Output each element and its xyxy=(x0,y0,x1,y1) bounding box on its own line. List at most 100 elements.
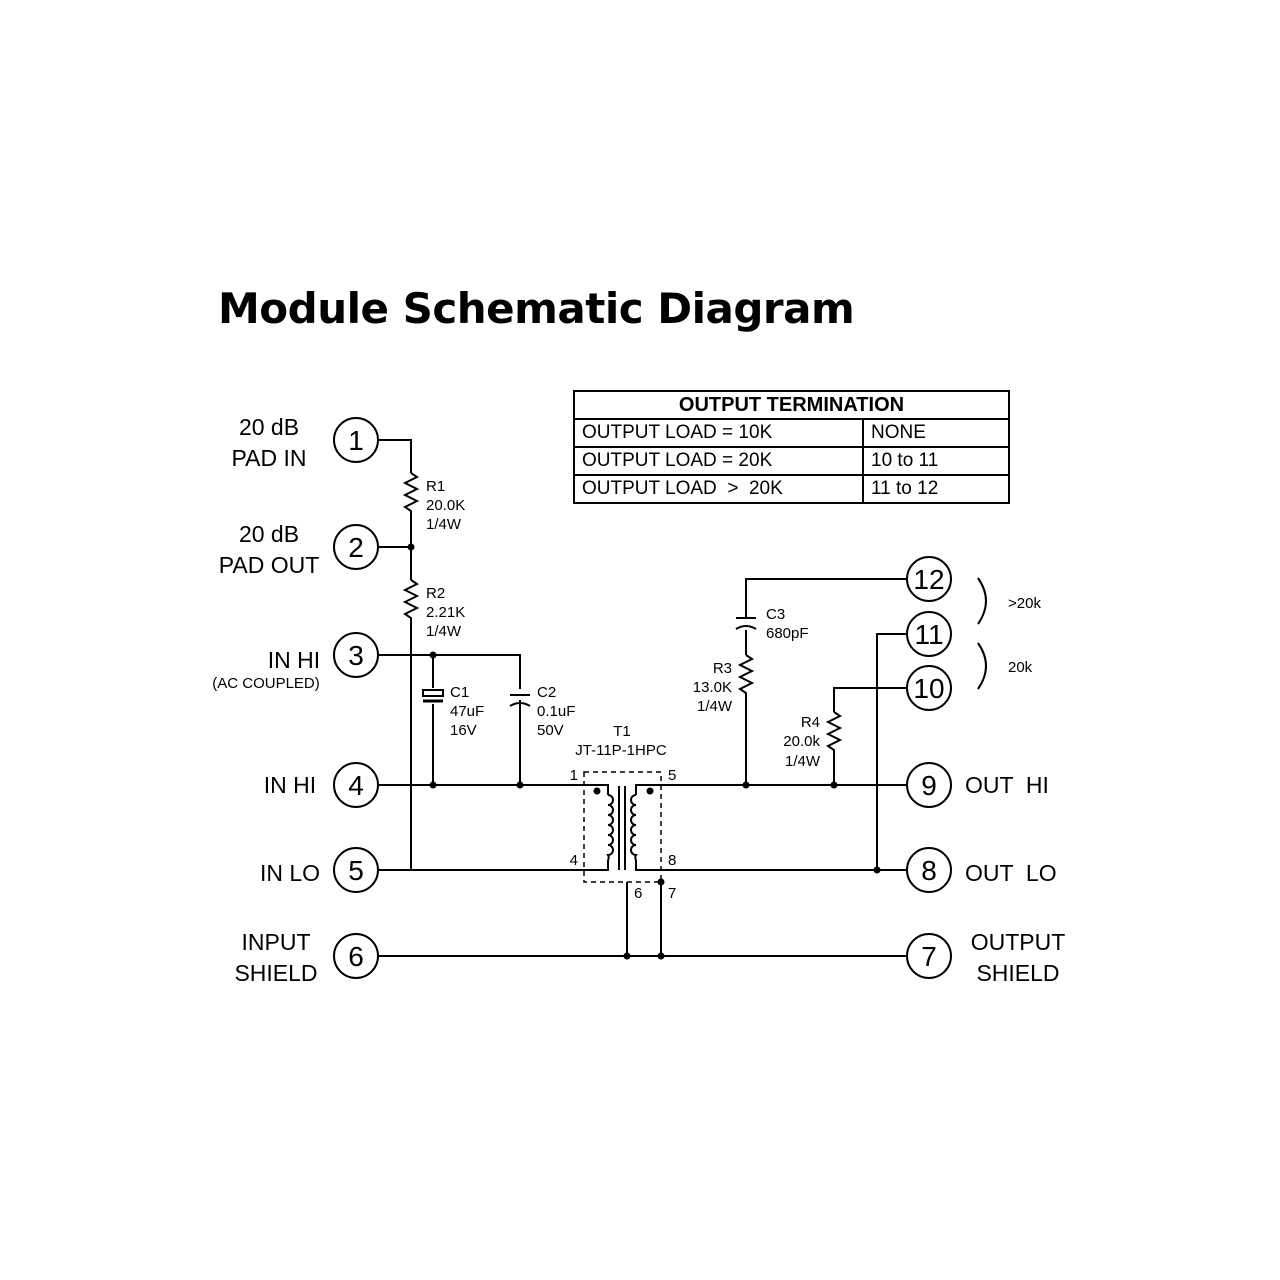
c1-rating: 16V xyxy=(450,722,477,739)
pin-4: 4 xyxy=(333,762,379,808)
table-cell-load: OUTPUT LOAD = 10K xyxy=(573,418,864,448)
wire-pin3 xyxy=(378,654,521,689)
c1-ref: C1 xyxy=(450,684,469,701)
r1-ref: R1 xyxy=(426,478,445,495)
resistor-r3 xyxy=(737,654,755,694)
t1-pin-5: 5 xyxy=(668,767,676,784)
bracket-gt20k xyxy=(977,577,987,625)
table-row: OUTPUT LOAD = 20K 10 to 11 xyxy=(573,446,1010,476)
junction-dot xyxy=(429,651,437,659)
pin-1: 1 xyxy=(333,417,379,463)
c2-ref: C2 xyxy=(537,684,556,701)
table-row: OUTPUT LOAD > 20K 11 to 12 xyxy=(573,474,1010,504)
pin-number: 1 xyxy=(348,425,364,456)
label-out-lo: OUT LO xyxy=(965,860,1057,886)
label-pad-in-line2: PAD IN xyxy=(232,445,307,471)
junction-dot xyxy=(429,781,437,789)
r3-value: 13.0K xyxy=(693,679,732,696)
pin-number: 5 xyxy=(348,855,364,886)
pin-number: 10 xyxy=(913,673,944,704)
r4-value: 20.0k xyxy=(783,733,820,750)
pin-8: 8 xyxy=(906,847,952,893)
c2-rating: 50V xyxy=(537,722,564,739)
pin-12: 12 xyxy=(906,556,952,602)
label-in-hi-ac: IN HI xyxy=(268,647,320,673)
wire-pin1-r1 xyxy=(378,439,412,473)
junction-dot xyxy=(407,543,415,551)
table-cell-termination: 11 to 12 xyxy=(862,474,1010,504)
t1-pin-6: 6 xyxy=(634,885,642,902)
r4-ref: R4 xyxy=(801,714,820,731)
capacitor-c2 xyxy=(509,694,531,707)
pin-6: 6 xyxy=(333,933,379,979)
r1-rating: 1/4W xyxy=(426,516,462,533)
junction-dot xyxy=(657,952,665,960)
pin-3: 3 xyxy=(333,632,379,678)
wire-pin12-c3 xyxy=(745,578,907,618)
r3-ref: R3 xyxy=(713,660,732,677)
r2-rating: 1/4W xyxy=(426,623,462,640)
label-in-hi: IN HI xyxy=(264,772,316,798)
c3-value: 680pF xyxy=(766,625,809,642)
resistor-r2 xyxy=(402,579,420,621)
page-title: Module Schematic Diagram xyxy=(218,284,855,333)
polarity-dot xyxy=(593,787,601,795)
t1-pin-4: 4 xyxy=(570,852,578,869)
capacitor-c1 xyxy=(422,689,444,703)
r4-rating: 1/4W xyxy=(785,753,821,770)
c1-value: 47uF xyxy=(450,703,484,720)
junction-dot xyxy=(742,781,750,789)
table-cell-termination: 10 to 11 xyxy=(862,446,1010,476)
junction-dots xyxy=(407,543,881,960)
wire-out-hi xyxy=(635,784,907,795)
pin-number: 9 xyxy=(921,770,937,801)
table-row: OUTPUT LOAD = 10K NONE xyxy=(573,418,1010,448)
pin-7: 7 xyxy=(906,933,952,979)
table-cell-termination: NONE xyxy=(862,418,1010,448)
table-cell-load: OUTPUT LOAD > 20K xyxy=(573,474,864,504)
r3-rating: 1/4W xyxy=(697,698,733,715)
label-pad-out-line2: PAD OUT xyxy=(219,552,320,578)
pin-number: 8 xyxy=(921,855,937,886)
wire-pin10-r4 xyxy=(833,687,907,712)
table-cell-load: OUTPUT LOAD = 20K xyxy=(573,446,864,476)
secondary-winding xyxy=(630,794,638,861)
pin-number: 7 xyxy=(921,941,937,972)
table-header-row: OUTPUT TERMINATION xyxy=(573,390,1010,420)
resistor-r1 xyxy=(402,472,420,515)
pin-number: 11 xyxy=(914,619,943,650)
c2-value: 0.1uF xyxy=(537,703,575,720)
label-input-shield-line2: SHIELD xyxy=(234,960,317,986)
t1-pin-8: 8 xyxy=(668,852,676,869)
label-in-lo: IN LO xyxy=(260,860,320,886)
resistor-r4 xyxy=(825,711,843,752)
junction-dot xyxy=(873,866,881,874)
label-input-shield-line1: INPUT xyxy=(242,929,311,955)
wire-in-lo xyxy=(378,860,609,871)
bracket-20k xyxy=(977,642,987,690)
label-output-shield-line1: OUTPUT xyxy=(971,929,1066,955)
label-output-shield-line2: SHIELD xyxy=(976,960,1059,986)
label-ac-coupled: (AC COUPLED) xyxy=(212,675,320,692)
pin-11: 11 xyxy=(906,611,952,657)
pin-number: 4 xyxy=(348,770,364,801)
output-termination-table: OUTPUT TERMINATION OUTPUT LOAD = 10K NON… xyxy=(573,390,1010,504)
pin-number: 2 xyxy=(348,532,364,563)
r2-ref: R2 xyxy=(426,585,445,602)
wire-pin11 xyxy=(876,633,907,870)
label-out-hi: OUT HI xyxy=(965,772,1049,798)
wire-in-hi xyxy=(378,784,609,795)
t1-pin-7: 7 xyxy=(668,885,676,902)
junction-dot xyxy=(623,952,631,960)
pin-5: 5 xyxy=(333,847,379,893)
capacitor-c3 xyxy=(735,617,757,630)
pin-number: 3 xyxy=(348,640,364,671)
pin-number: 6 xyxy=(348,941,364,972)
transformer-t1 xyxy=(583,771,662,883)
pin-10: 10 xyxy=(906,665,952,711)
junction-dot xyxy=(516,781,524,789)
bracket-label-20k: 20k xyxy=(1008,659,1033,676)
wires xyxy=(378,439,907,957)
wire-out-lo xyxy=(635,860,907,871)
